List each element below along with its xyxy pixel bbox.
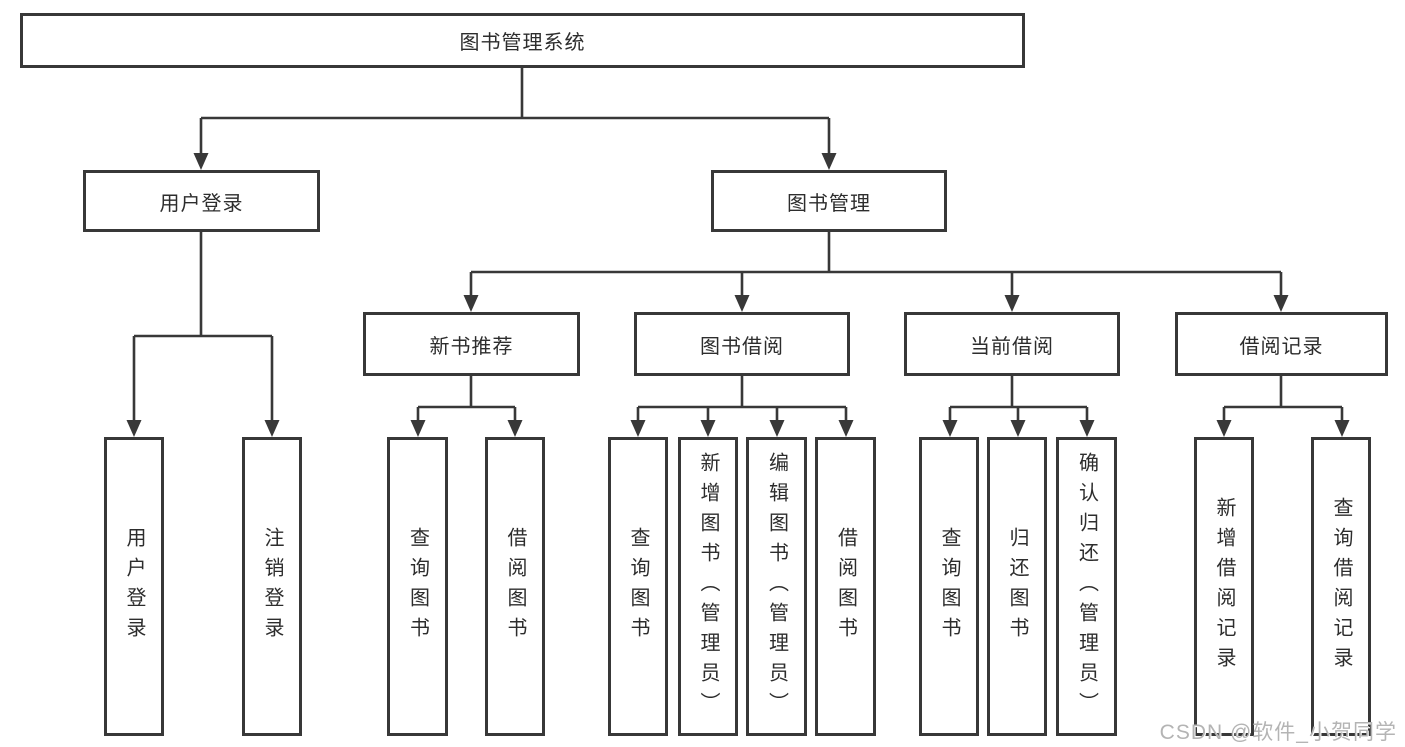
- wire-borrow-records-split: [1222, 376, 1344, 421]
- arrow-icon: [942, 420, 958, 437]
- arrow-icon: [1010, 420, 1026, 437]
- node-label: 编辑图书（管理员）: [765, 451, 788, 722]
- arrow-icon: [630, 420, 646, 437]
- arrow-icon: [193, 153, 209, 170]
- arrow-icon: [734, 295, 750, 312]
- wire-book-borrow-split: [636, 376, 848, 421]
- node-book-borrowing: 图书借阅: [634, 312, 850, 376]
- node-label: 图书管理系统: [459, 32, 586, 54]
- node-label: 新增图书（管理员）: [697, 451, 719, 722]
- leaf-borrow-books: 借阅图书: [815, 437, 876, 736]
- arrow-icon: [700, 420, 716, 437]
- leaf-user-login: 用户登录: [104, 437, 164, 736]
- node-label: 确认归还（管理员）: [1075, 451, 1098, 722]
- node-label: 查询借阅记录: [1330, 496, 1352, 677]
- arrow-icon: [463, 295, 479, 312]
- arrow-icon: [1004, 295, 1020, 312]
- csdn-watermark: CSDN @软件_小贺同学: [1159, 721, 1397, 744]
- node-label: 用户登录: [159, 192, 244, 215]
- node-label: 借阅图书: [504, 526, 526, 647]
- leaf-search-books-borrowing: 查询图书: [608, 437, 668, 736]
- wire-user-login-split: [132, 232, 274, 421]
- leaf-edit-book-admin: 编辑图书（管理员）: [746, 437, 807, 736]
- arrow-icon: [410, 420, 426, 437]
- leaf-search-borrow-record: 查询借阅记录: [1311, 437, 1371, 736]
- arrow-icon: [1079, 420, 1095, 437]
- node-label: 新增借阅记录: [1213, 496, 1235, 677]
- node-label: 当前借阅: [970, 335, 1054, 358]
- node-label: 图书借阅: [700, 335, 784, 358]
- node-label: 查询图书: [627, 526, 649, 647]
- leaf-confirm-return-admin: 确认归还（管理员）: [1056, 437, 1117, 736]
- node-label: 注销登录: [261, 526, 283, 647]
- node-label: 图书管理: [787, 192, 871, 215]
- arrow-icon: [769, 420, 785, 437]
- arrow-icon: [1216, 420, 1232, 437]
- arrow-icon: [126, 420, 142, 437]
- node-label: 归还图书: [1006, 526, 1028, 647]
- arrow-icon: [264, 420, 280, 437]
- node-new-book-recommendation: 新书推荐: [363, 312, 580, 376]
- arrow-icon: [1273, 295, 1289, 312]
- arrow-icon: [1334, 420, 1350, 437]
- arrow-icon: [507, 420, 523, 437]
- node-book-management: 图书管理: [711, 170, 947, 232]
- node-label: 借阅图书: [834, 526, 857, 647]
- arrow-icon: [838, 420, 854, 437]
- wire-new-book-split: [416, 376, 517, 421]
- wire-current-borrow-split: [948, 376, 1089, 421]
- node-label: 查询图书: [938, 526, 960, 647]
- node-label: 借阅记录: [1239, 335, 1324, 358]
- node-label: 查询图书: [406, 526, 429, 647]
- wire-book-management-split: [469, 232, 1283, 297]
- node-user-login: 用户登录: [83, 170, 320, 232]
- node-current-borrowing: 当前借阅: [904, 312, 1120, 376]
- leaf-search-books-recommend: 查询图书: [387, 437, 448, 736]
- node-library-management-system: 图书管理系统: [20, 13, 1025, 68]
- leaf-add-book-admin: 新增图书（管理员）: [678, 437, 738, 736]
- wire-root-split: [199, 68, 831, 155]
- node-borrowing-records: 借阅记录: [1175, 312, 1388, 376]
- arrow-icon: [821, 153, 837, 170]
- node-label: 用户登录: [123, 526, 145, 647]
- leaf-borrow-books-recommend: 借阅图书: [485, 437, 545, 736]
- leaf-search-books-current: 查询图书: [919, 437, 979, 736]
- leaf-return-books: 归还图书: [987, 437, 1047, 736]
- leaf-add-borrow-record: 新增借阅记录: [1194, 437, 1254, 736]
- node-label: 新书推荐: [429, 335, 514, 358]
- leaf-logout: 注销登录: [242, 437, 302, 736]
